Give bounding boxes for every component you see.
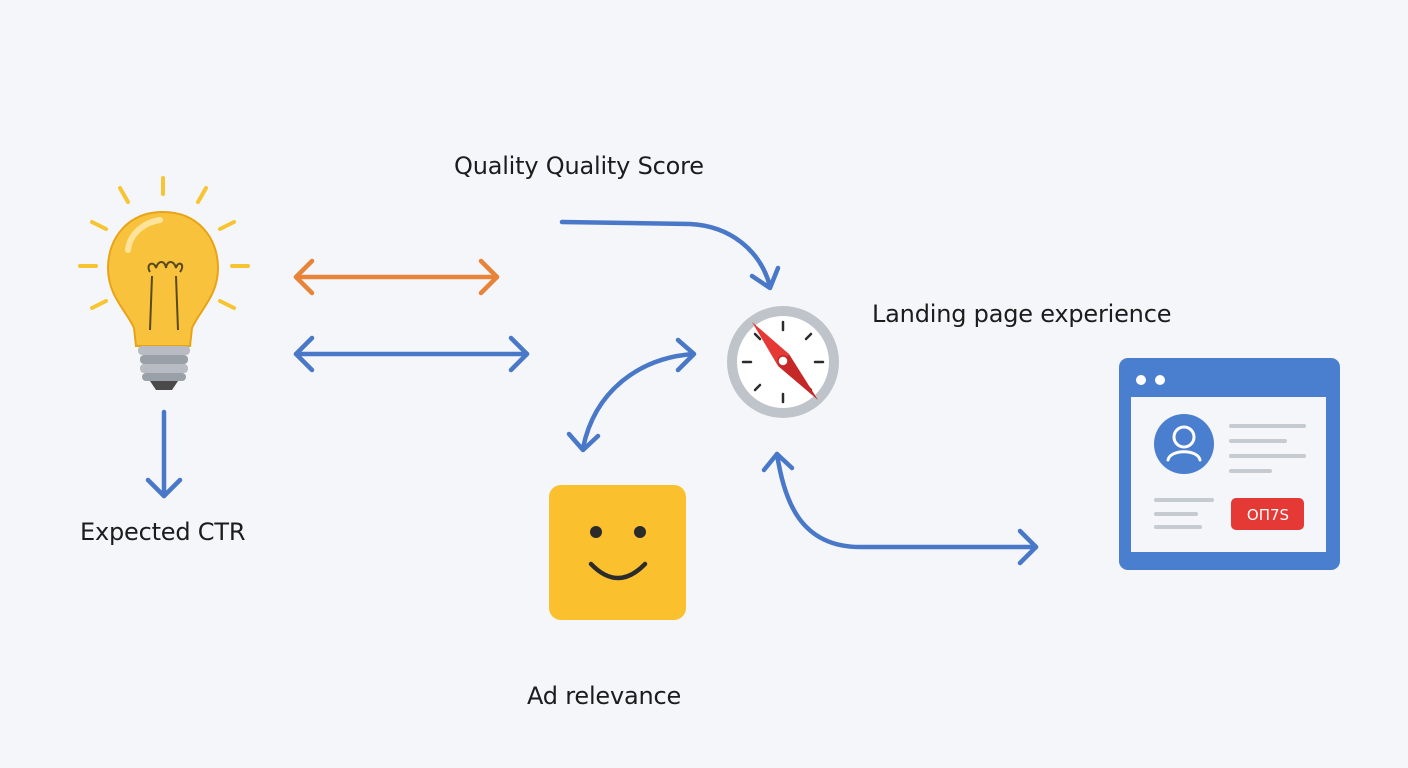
smiley-right-eye: [634, 526, 646, 538]
compass-needle: [752, 322, 818, 400]
curved-double-arrow-compass-ad: [566, 337, 697, 453]
bulb-highlight: [125, 217, 163, 253]
down-arrow-ctr: [145, 409, 183, 499]
quality-score-label: Quality Quality Score: [454, 152, 704, 180]
compass-icon: [727, 306, 839, 418]
curved-double-arrow-compass-landing: [761, 451, 1039, 566]
bulb-glass: [106, 210, 220, 347]
expected-ctr-label: Expected CTR: [80, 518, 246, 546]
ad-relevance-label: Ad relevance: [527, 682, 682, 710]
smiley-left-eye: [590, 526, 602, 538]
bulb-filament: [147, 261, 184, 273]
lightbulb-icon: [78, 176, 250, 390]
smiley-face-icon: [549, 485, 686, 620]
user-avatar-icon: [1154, 414, 1214, 474]
lightbulb-rays: [78, 176, 250, 310]
landing-page-label: Landing page experience: [872, 300, 1172, 328]
bulb-wires: [149, 275, 179, 331]
curved-arrow-quality-to-compass: [559, 219, 781, 291]
browser-text-lines: [1154, 424, 1306, 529]
browser-cta-label: OΠ7S: [1247, 506, 1289, 524]
browser-window-icon: OΠ7S: [1119, 358, 1340, 570]
orange-double-arrow: [293, 258, 500, 296]
browser-cta-button: [1231, 498, 1304, 530]
smiley-mouth: [588, 561, 648, 581]
browser-dot-1: [1136, 375, 1146, 385]
blue-double-arrow: [293, 335, 530, 373]
browser-dot-2: [1155, 375, 1165, 385]
bulb-base: [138, 346, 190, 390]
